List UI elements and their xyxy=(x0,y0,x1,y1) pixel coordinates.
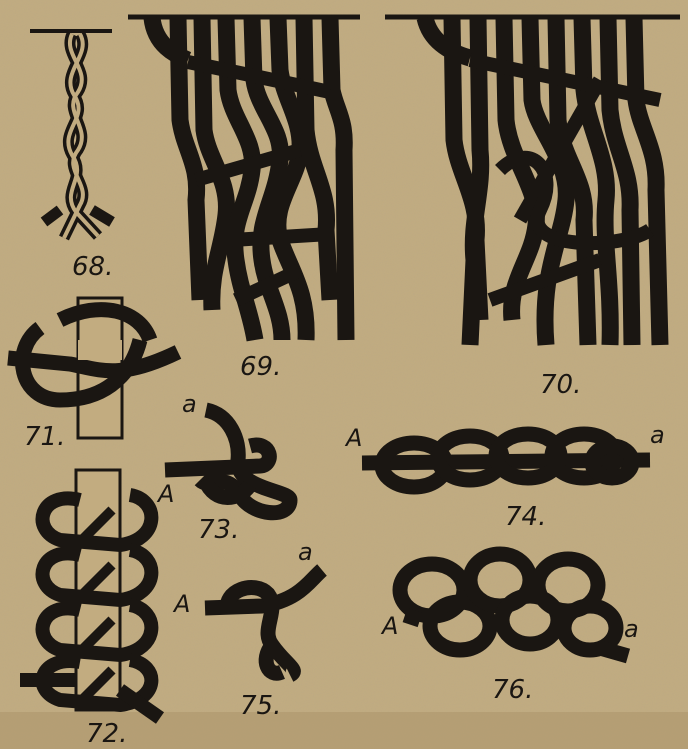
fig74-label: 74. xyxy=(505,502,546,532)
fig76-end-upper: A xyxy=(380,612,398,640)
fig76-label: 76. xyxy=(492,675,533,705)
fig74-end-upper: A xyxy=(344,424,362,452)
fig73-end-lower: a xyxy=(182,390,197,418)
fig75-label: 75. xyxy=(240,691,281,721)
fig73-label: 73. xyxy=(198,515,239,545)
fig68-label: 68. xyxy=(72,252,113,282)
fig70-label: 70. xyxy=(540,370,581,400)
fig71-label: 71. xyxy=(24,422,65,452)
fig73-end-upper: A xyxy=(156,480,174,508)
fig74-chain xyxy=(362,434,650,487)
fig69-label: 69. xyxy=(240,352,281,382)
fig75-end-upper: A xyxy=(172,590,190,618)
fig76-end-lower: a xyxy=(624,615,639,643)
fig75-end-lower: a xyxy=(298,538,313,566)
fig72-label: 72. xyxy=(86,719,127,749)
fig74-end-lower: a xyxy=(650,421,665,449)
